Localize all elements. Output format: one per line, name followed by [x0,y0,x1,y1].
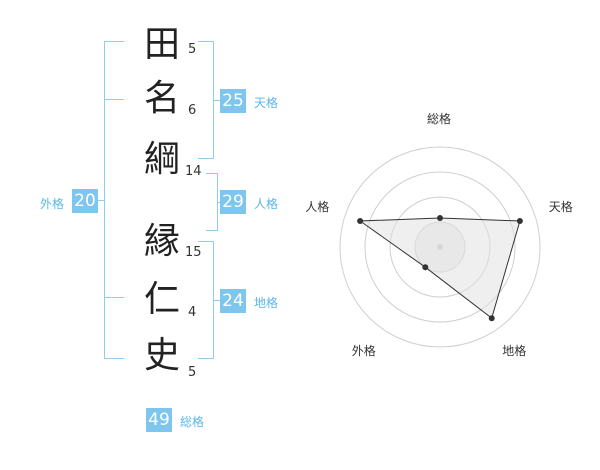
name-char-2: 名 [143,78,180,119]
radar-axis-label: 総格 [427,112,452,126]
jinkaku-label: 人格 [254,197,279,211]
char-tick [104,99,124,100]
stroke-count-5: 4 [188,305,197,320]
radar-axis-label: 天格 [548,200,573,215]
radar-axis-label: 人格 [305,200,330,215]
stroke-count-1: 5 [188,42,197,57]
name-char-5: 仁 [143,279,180,320]
stroke-count-2: 6 [188,103,197,118]
jinkaku-connector [217,202,222,203]
radar-axis-label: 地格 [502,343,527,358]
gaikaku-value: 20 [72,189,98,213]
tenkaku-label: 天格 [254,96,279,110]
chikaku-label: 地格 [254,296,279,310]
radar-point [357,218,364,225]
chikaku-value: 24 [220,289,246,313]
char-tick [104,297,124,298]
radar-series-polygon [358,217,521,320]
soukaku-label: 総格 [180,415,205,429]
radar-axis-label: 外格 [351,343,376,358]
radar-point [422,264,429,271]
jinkaku-value: 29 [220,190,246,214]
tenkaku-connector [213,100,220,101]
stroke-count-4: 15 [185,245,202,260]
soukaku-value: 49 [146,408,172,432]
name-char-1: 田 [143,24,180,65]
stroke-count-6: 5 [188,365,197,380]
stroke-count-3: 14 [185,164,202,179]
radar-point [516,218,523,225]
name-char-3: 綱 [143,139,180,180]
name-char-6: 史 [143,335,180,376]
name-char-4: 縁 [143,221,180,262]
gaikaku-connector [97,200,105,201]
radar-point [488,315,495,322]
tenkaku-value: 25 [220,89,246,113]
chikaku-connector [213,300,220,301]
radar-point [437,215,443,221]
gaikaku-label: 外格 [40,197,65,211]
